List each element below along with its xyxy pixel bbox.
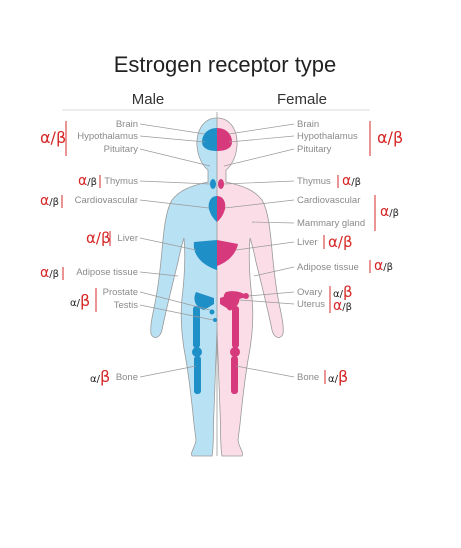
female-label-uterus: Uterus bbox=[297, 299, 325, 310]
male-testis bbox=[213, 318, 217, 322]
male-label-brain: Brain bbox=[116, 119, 138, 130]
female-label-pituitary: Pituitary bbox=[297, 144, 332, 155]
female-organs bbox=[217, 128, 249, 394]
female-receptor-markers: α/β α/β α/β α/β α/β α/β α/β α/β bbox=[323, 121, 403, 386]
male-label-bone: Bone bbox=[116, 372, 138, 383]
female-femur bbox=[232, 306, 239, 348]
receptor-liver-male: α/β bbox=[86, 229, 111, 247]
receptor-cardio-male: α/β bbox=[40, 193, 59, 209]
male-tibia bbox=[194, 356, 201, 394]
male-label-thymus: Thymus bbox=[104, 176, 138, 187]
female-label-liver: Liver bbox=[297, 237, 318, 248]
male-thymus bbox=[210, 179, 216, 189]
receptor-liver-female: α/β bbox=[328, 233, 353, 251]
male-heart bbox=[208, 196, 217, 222]
receptor-adipose-female: α/β bbox=[374, 258, 393, 274]
female-liver bbox=[217, 240, 238, 266]
male-femur bbox=[193, 306, 200, 348]
female-label-hypothalamus: Hypothalamus bbox=[297, 131, 358, 142]
female-brain bbox=[217, 128, 232, 151]
male-receptor-markers: α/β α/β α/β α/β α/β α/β α/β bbox=[40, 121, 111, 386]
male-knee bbox=[192, 347, 202, 357]
female-header: Female bbox=[277, 91, 327, 108]
female-ovary bbox=[243, 293, 249, 299]
male-label-cardiovascular: Cardiovascular bbox=[75, 195, 138, 206]
receptor-bone-female: α/β bbox=[328, 367, 348, 386]
receptor-thymus-female: α/β bbox=[342, 173, 361, 189]
male-leader-lines bbox=[139, 123, 214, 378]
male-label-testis: Testis bbox=[114, 300, 139, 311]
diagram-title: Estrogen receptor type bbox=[114, 52, 337, 77]
receptor-cardio-mammary-female: α/β bbox=[380, 204, 399, 220]
receptor-thymus-male: α/β bbox=[78, 173, 97, 189]
receptor-uterus-female: α/β bbox=[333, 298, 352, 314]
female-label-cardiovascular: Cardiovascular bbox=[297, 195, 360, 206]
male-label-adipose: Adipose tissue bbox=[76, 267, 138, 278]
female-label-thymus: Thymus bbox=[297, 176, 331, 187]
female-tibia bbox=[231, 356, 238, 394]
female-labels: Brain Hypothalamus Pituitary Thymus Card… bbox=[297, 119, 365, 383]
receptor-prostate-male: α/β bbox=[70, 291, 90, 310]
male-labels: Brain Hypothalamus Pituitary Thymus Card… bbox=[75, 119, 139, 383]
male-label-pituitary: Pituitary bbox=[104, 144, 139, 155]
female-thymus bbox=[218, 179, 224, 189]
receptor-bone-male: α/β bbox=[90, 367, 110, 386]
receptor-ovary-female: α/β bbox=[333, 283, 353, 301]
male-label-liver: Liver bbox=[117, 233, 138, 244]
female-label-mammary: Mammary gland bbox=[297, 218, 365, 229]
receptor-brain-female: α/β bbox=[377, 128, 403, 147]
male-label-hypothalamus: Hypothalamus bbox=[77, 131, 138, 142]
female-knee bbox=[230, 347, 240, 357]
receptor-adipose-male: α/β bbox=[40, 265, 59, 281]
male-liver bbox=[193, 240, 217, 270]
female-label-bone: Bone bbox=[297, 372, 319, 383]
male-header: Male bbox=[132, 91, 165, 108]
female-label-brain: Brain bbox=[297, 119, 319, 130]
receptor-brain-male: α/β bbox=[40, 128, 66, 147]
female-label-adipose: Adipose tissue bbox=[297, 262, 359, 273]
male-hip-bone bbox=[194, 292, 214, 310]
female-leader-lines bbox=[223, 123, 295, 378]
female-heart bbox=[217, 196, 226, 222]
female-hip-bone bbox=[220, 292, 240, 310]
female-label-ovary: Ovary bbox=[297, 287, 323, 298]
male-brain bbox=[202, 128, 217, 151]
male-label-prostate: Prostate bbox=[103, 287, 138, 298]
male-prostate bbox=[209, 309, 215, 315]
